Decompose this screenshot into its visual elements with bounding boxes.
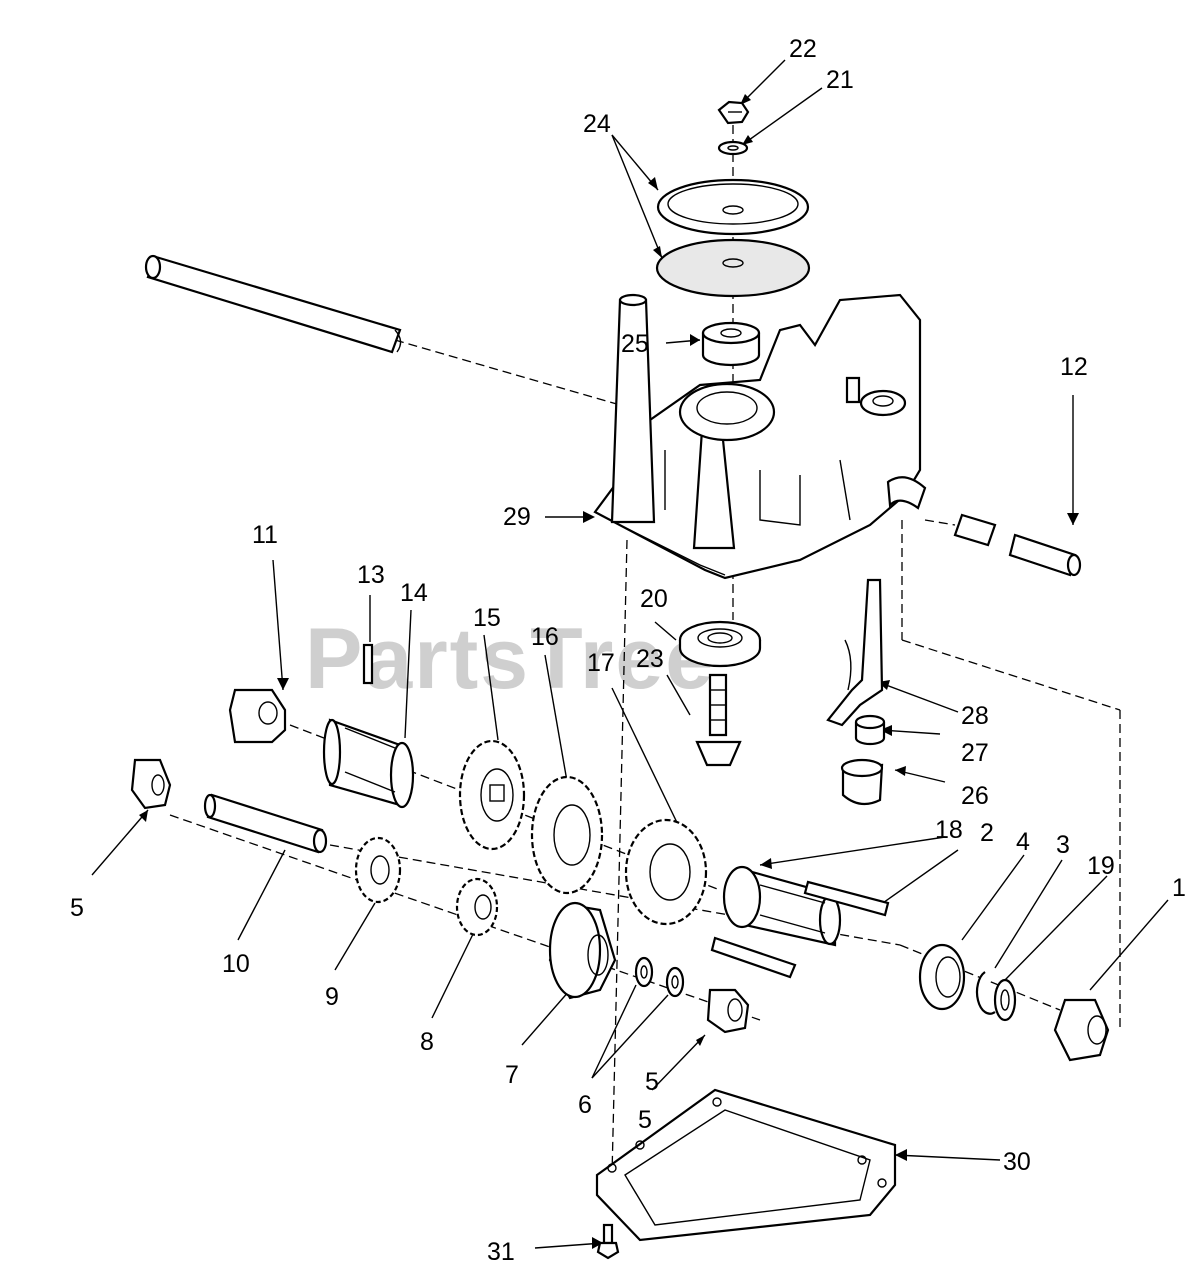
callout-16: 16 (531, 623, 559, 651)
part-26-shifter (840, 758, 884, 806)
callout-8: 8 (420, 1028, 434, 1056)
callout-23: 23 (636, 645, 664, 673)
callout-29: 29 (503, 503, 531, 531)
callout-1: 1 (1172, 874, 1186, 902)
callout-26: 26 (961, 782, 989, 810)
part-10-shaft (203, 793, 328, 854)
part-15-gear (458, 739, 526, 851)
part-25-bushing (701, 321, 761, 367)
part-17-gear (624, 818, 708, 926)
callout-31: 31 (487, 1238, 515, 1266)
part-4-collar (918, 943, 966, 1011)
callout-6: 6 (578, 1091, 592, 1119)
callout-4: 4 (1016, 828, 1030, 856)
part-11-bushing (228, 688, 287, 744)
part-30-oil-pan (595, 1088, 897, 1242)
callout-14: 14 (400, 579, 428, 607)
callout-27: 27 (961, 739, 989, 767)
part-16-gear (530, 775, 604, 895)
part-8-gear (455, 877, 499, 937)
callout-28: 28 (961, 702, 989, 730)
callout-18: 18 (935, 816, 963, 844)
part-3-retaining-ring (975, 971, 996, 1015)
part-7-gear (548, 901, 617, 1000)
part-18-clutch (710, 865, 890, 979)
part-13-key (362, 643, 374, 685)
callout-30: 30 (1003, 1148, 1031, 1176)
part-6-washers (634, 956, 685, 998)
callout-13: 13 (357, 561, 385, 589)
part-31-bolt (596, 1223, 620, 1260)
part-12-shaft-end (953, 513, 1082, 577)
callout-7: 7 (505, 1061, 519, 1089)
callout-24: 24 (583, 110, 611, 138)
callout-22: 22 (789, 35, 817, 63)
part-5-bushing-left (130, 758, 172, 810)
part-22-nut (717, 100, 750, 125)
part-20-bearing (678, 620, 762, 668)
callout-12: 12 (1060, 353, 1088, 381)
callout-labels: 1 2 3 4 5 5 5 6 7 8 9 10 11 12 13 14 15 … (70, 35, 1186, 1266)
part-24-covers (655, 178, 811, 298)
axle-shaft-upper (144, 254, 402, 354)
part-5-bushing-middle (706, 988, 750, 1034)
leader-lines (91, 59, 1169, 1249)
callout-10: 10 (222, 950, 250, 978)
callout-21: 21 (826, 66, 854, 94)
callout-3: 3 (1056, 831, 1070, 859)
part-28-shift-fork (826, 578, 884, 727)
callout-17: 17 (587, 649, 615, 677)
callout-5-lower: 5 (638, 1106, 652, 1134)
part-14-sleeve (322, 718, 415, 809)
part-1-bushing-right (1053, 998, 1110, 1062)
part-21-washer (717, 140, 749, 156)
callout-11: 11 (252, 521, 278, 549)
callout-5-middle: 5 (645, 1068, 659, 1096)
part-9-gear (354, 836, 402, 904)
callout-5-left: 5 (70, 894, 84, 922)
part-19-washer (993, 978, 1017, 1022)
callout-9: 9 (325, 983, 339, 1011)
part-29-gearbox-housing (593, 293, 927, 580)
callout-2: 2 (980, 819, 994, 847)
callout-19: 19 (1087, 852, 1115, 880)
callout-25: 25 (621, 330, 649, 358)
part-27-collar (854, 714, 886, 746)
part-23-pinion-shaft (695, 673, 742, 767)
callout-15: 15 (473, 604, 501, 632)
callout-20: 20 (640, 585, 668, 613)
